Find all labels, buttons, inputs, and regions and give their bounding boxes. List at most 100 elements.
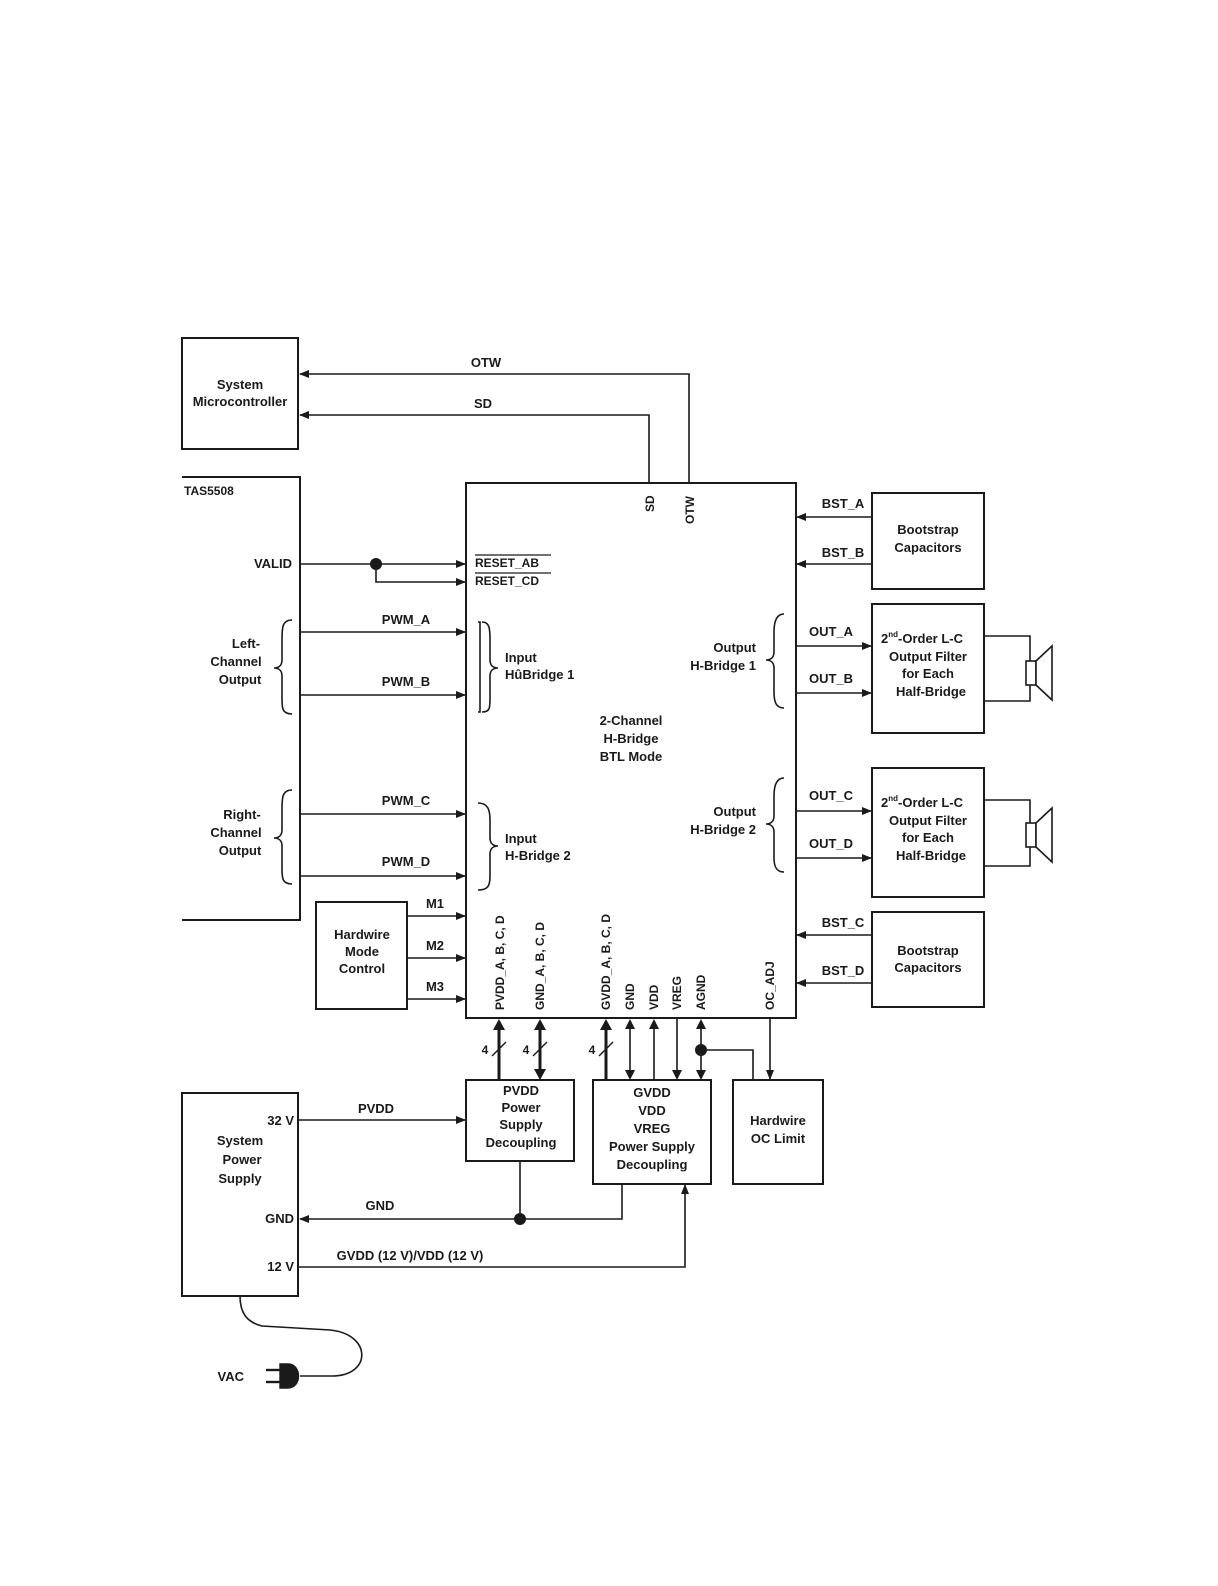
system-microcontroller-label-1: System xyxy=(217,377,263,392)
pvdd-bus-arrow xyxy=(493,1019,505,1030)
hardwire-oc-label-2: OC Limit xyxy=(751,1131,806,1146)
power-cord xyxy=(239,1295,363,1377)
hardwire-mode-label-1: Hardwire xyxy=(334,927,390,942)
bootstrap-bottom-label-1: Bootstrap xyxy=(897,943,958,958)
bootstrap-top-label-1: Bootstrap xyxy=(897,522,958,537)
gvdd-decoupling-label-3: VREG xyxy=(634,1121,671,1136)
output-hbridge-1-label-1: Output xyxy=(713,640,756,655)
bst-c-label: BST_C xyxy=(822,915,865,930)
gvdd-bus-arrow xyxy=(600,1019,612,1030)
input-hbridge-1-brace xyxy=(481,621,499,713)
gvdd-decoupling-label-1: GVDD xyxy=(633,1085,671,1100)
gnd-return-wire xyxy=(299,1184,623,1223)
filter-top-label-2: Output Filter xyxy=(889,649,967,664)
valid-label: VALID xyxy=(254,556,292,571)
pvdd-bus-slash xyxy=(491,1041,507,1057)
bst-d-label: BST_D xyxy=(822,963,865,978)
speaker-bottom-wire xyxy=(984,799,1031,867)
input-hbridge-2-label-2: H-Bridge 2 xyxy=(505,848,571,863)
speaker-top-wire xyxy=(984,635,1031,702)
speaker-top-icon xyxy=(1025,660,1037,686)
filter-bottom-label-2: Output Filter xyxy=(889,813,967,828)
reset-cd-label: RESET_CD xyxy=(475,574,539,588)
right-channel-label-3: Output xyxy=(219,843,262,858)
filter-top-label-3: for Each xyxy=(902,666,954,681)
hardwire-oc-label-1: Hardwire xyxy=(750,1113,806,1128)
gvdd-decoupling-box xyxy=(592,1079,712,1185)
reset-ab-label: RESET_AB xyxy=(475,556,539,570)
main-chip-label-2: H-Bridge xyxy=(604,731,659,746)
output-hbridge-2-label-1: Output xyxy=(713,804,756,819)
input-hbridge-2-label-1: Input xyxy=(505,831,537,846)
pin-gvdd-abcd: GVDD_A, B, C, D xyxy=(599,914,613,1010)
speaker-top-cone xyxy=(1035,644,1053,702)
filter-top-box xyxy=(871,603,985,734)
filter-bottom-label-4: Half-Bridge xyxy=(896,848,966,863)
speaker-bottom-cone xyxy=(1035,806,1053,864)
gnd-junction-dot xyxy=(514,1213,526,1225)
pwm-d-label: PWM_D xyxy=(382,854,430,869)
output-hbridge-1-label-2: H-Bridge 1 xyxy=(690,658,756,673)
hardwire-oc-box xyxy=(732,1079,824,1185)
hardwire-mode-box xyxy=(315,901,408,1010)
right-channel-brace xyxy=(273,789,293,885)
agnd-to-oc-wire xyxy=(701,1049,754,1080)
gnd-bus-arrow-up xyxy=(534,1019,546,1030)
pin-agnd: AGND xyxy=(694,974,708,1010)
reset-cd-wire xyxy=(375,564,466,586)
bootstrap-top-label-2: Capacitors xyxy=(894,540,961,555)
m1-label: M1 xyxy=(426,896,444,911)
v32-label: 32 V xyxy=(267,1113,294,1128)
left-channel-label-1: Left- xyxy=(232,636,260,651)
pvdd-decoupling-label-3: Supply xyxy=(499,1117,543,1132)
output-hbridge-2-brace xyxy=(765,777,785,873)
hardwire-mode-label-3: Control xyxy=(339,961,385,976)
left-channel-label-3: Output xyxy=(219,672,262,687)
left-channel-label-2: Channel xyxy=(210,654,261,669)
gvdd-vdd-label: GVDD (12 V)/VDD (12 V) xyxy=(337,1248,484,1263)
bootstrap-bottom-box xyxy=(871,911,985,1008)
gvdd-decoupling-label-5: Decoupling xyxy=(617,1157,688,1172)
pin-gnd-abcd: GND_A, B, C, D xyxy=(533,922,547,1010)
otw-label: OTW xyxy=(471,355,502,370)
gnd-bus-slash xyxy=(532,1041,548,1057)
gvdd-decoupling-label-4: Power Supply xyxy=(609,1139,696,1154)
input-hbridge-1-label-1: Input xyxy=(505,650,537,665)
bst-a-label: BST_A xyxy=(822,496,865,511)
right-channel-label-2: Channel xyxy=(210,825,261,840)
vac-label: VAC xyxy=(218,1369,245,1384)
system-power-supply-label-2: Power xyxy=(222,1152,261,1167)
filter-bottom-box xyxy=(871,767,985,898)
left-channel-brace xyxy=(273,619,293,715)
bootstrap-top-box xyxy=(871,492,985,590)
pin-vreg: VREG xyxy=(670,976,684,1010)
valid-junction-dot xyxy=(370,558,382,570)
system-microcontroller-label-2: Microcontroller xyxy=(193,394,288,409)
bootstrap-bottom-label-2: Capacitors xyxy=(894,960,961,975)
gvdd-decoupling-label-2: VDD xyxy=(638,1103,665,1118)
main-chip-box xyxy=(465,482,797,1019)
speaker-bottom-icon xyxy=(1025,822,1037,848)
pwm-c-label: PWM_C xyxy=(382,793,431,808)
pvdd-supply-label: PVDD xyxy=(358,1101,394,1116)
vreg-pin-arrow-down xyxy=(672,1070,682,1080)
system-power-supply-label-3: Supply xyxy=(218,1171,262,1186)
plug-icon xyxy=(279,1363,300,1389)
sd-wire xyxy=(299,411,650,485)
bus-width-label-1: 4 xyxy=(482,1043,489,1057)
hardwire-mode-label-2: Mode xyxy=(345,944,379,959)
pin-vdd: VDD xyxy=(647,984,661,1010)
gnd-supply-label: GND xyxy=(265,1211,294,1226)
gnd-bus-arrow-down xyxy=(534,1069,546,1080)
out-d-label: OUT_D xyxy=(809,836,853,851)
out-a-label: OUT_A xyxy=(809,624,854,639)
tas5508-frame xyxy=(182,476,301,921)
pin-pvdd-abcd: PVDD_A, B, C, D xyxy=(493,915,507,1010)
tas5508-label: TAS5508 xyxy=(184,484,234,498)
out-c-label: OUT_C xyxy=(809,788,854,803)
filter-bottom-label-3: for Each xyxy=(902,830,954,845)
bus-width-label-2: 4 xyxy=(523,1043,530,1057)
bst-b-label: BST_B xyxy=(822,545,865,560)
bus-width-label-3: 4 xyxy=(589,1043,596,1057)
